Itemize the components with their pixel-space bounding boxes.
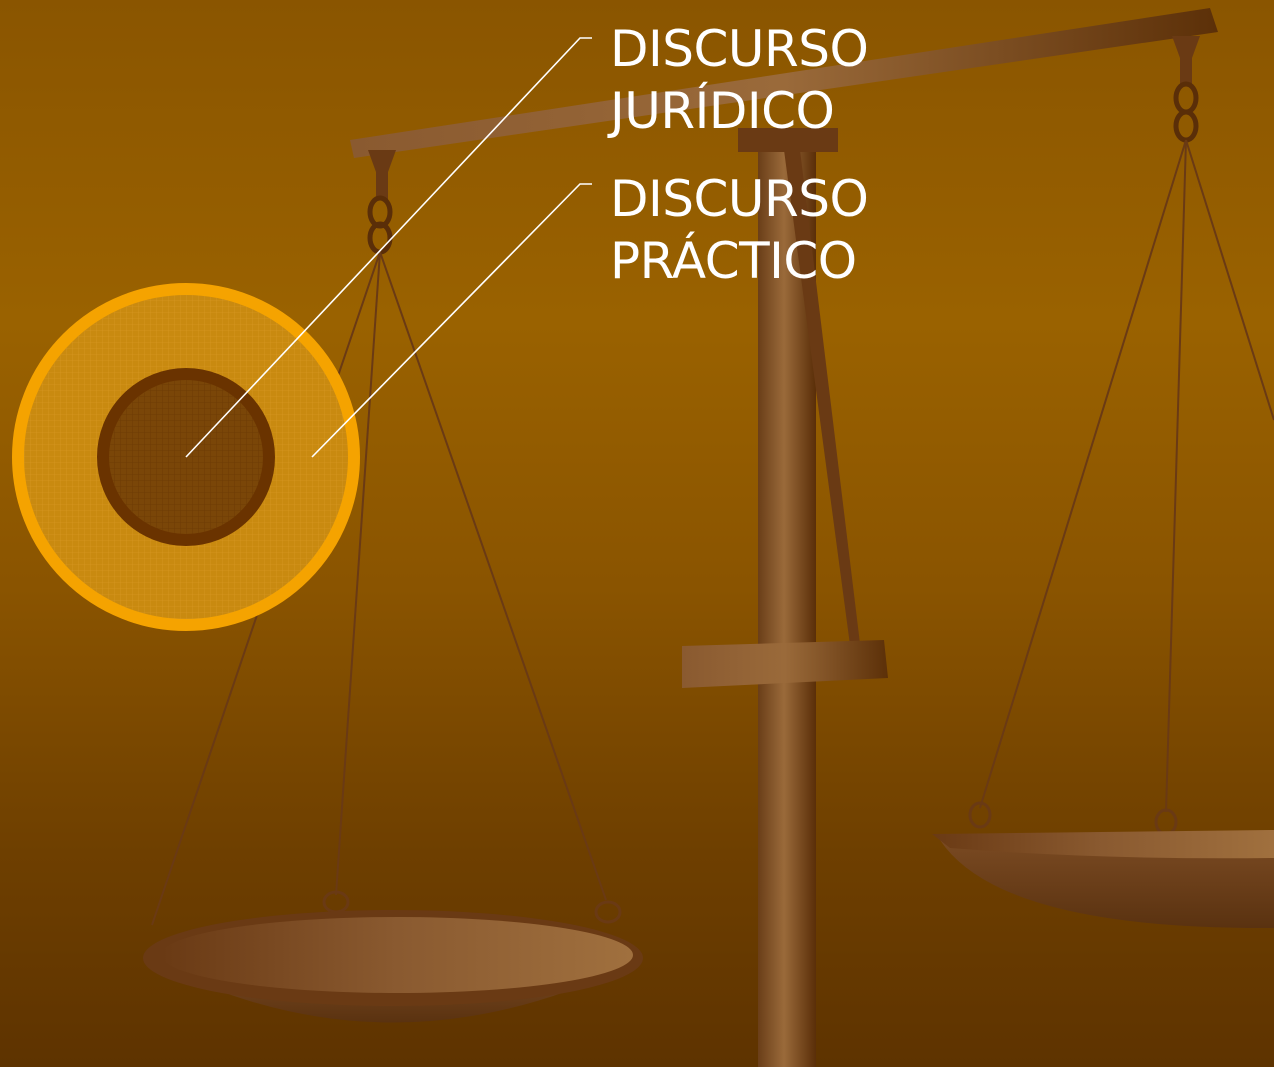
label-discurso-practico: DISCURSO PRÁCTICO — [610, 168, 868, 292]
label-juridico-line2: JURÍDICO — [610, 80, 868, 142]
scale-crossbar — [682, 640, 888, 688]
right-hanger — [980, 36, 1274, 812]
left-pan — [143, 892, 643, 1023]
label-practico-line1: DISCURSO — [610, 168, 868, 230]
right-pan — [932, 803, 1274, 928]
label-discurso-juridico: DISCURSO JURÍDICO — [610, 18, 868, 142]
label-practico-line2: PRÁCTICO — [610, 230, 868, 292]
label-juridico-line1: DISCURSO — [610, 18, 868, 80]
